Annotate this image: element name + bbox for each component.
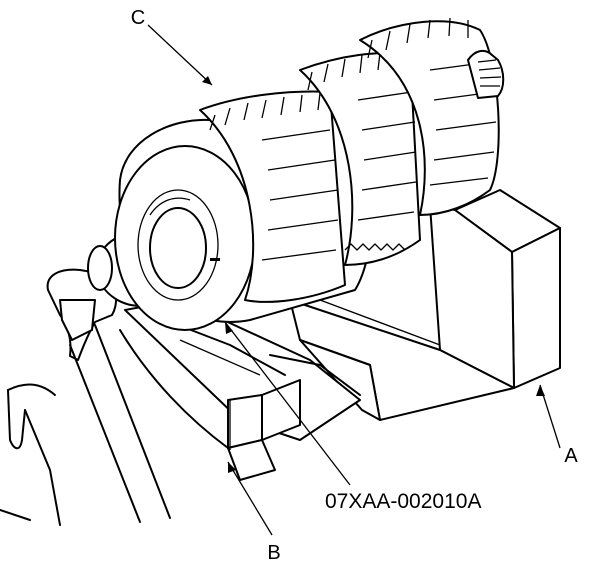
clamp-tool	[0, 268, 171, 526]
leader-lines	[147, 24, 561, 536]
gear-clusters	[199, 17, 500, 303]
callout-b-label: B	[267, 542, 280, 564]
support-block-a	[429, 189, 561, 389]
shaft-end-right	[467, 49, 505, 99]
callout-c-label: C	[131, 7, 145, 29]
callout-a-label: A	[564, 445, 578, 467]
part-number-label: 07XAA-002010A	[325, 490, 481, 513]
